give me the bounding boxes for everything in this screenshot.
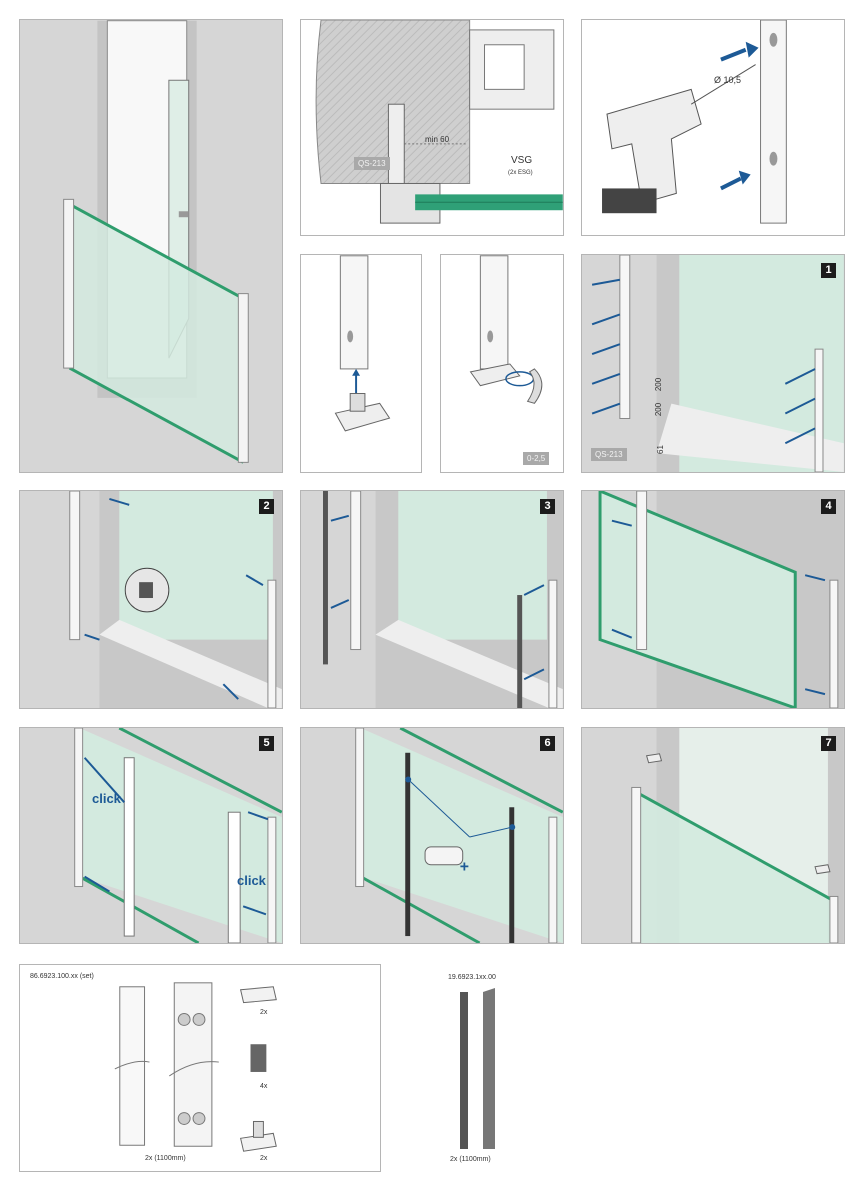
- clip-qty: 4x: [260, 1083, 268, 1090]
- glass-label: VSG: [511, 155, 533, 166]
- drill-illustration: [602, 20, 787, 224]
- step-5-panel: 5 click click: [19, 727, 283, 944]
- step-5-illustration: [74, 728, 282, 943]
- parts-extra-qty: 2x (1100mm): [450, 1156, 491, 1163]
- step-3-panel: 3: [300, 490, 564, 709]
- dimension-label: 61: [655, 445, 665, 454]
- section-detail-panel: QS-213 min 60 VSG (2x ESG): [300, 19, 564, 236]
- overview-panel: [19, 19, 283, 473]
- step-number: 4: [821, 499, 836, 514]
- step-number: 5: [259, 736, 274, 751]
- dimension-label: 200: [654, 377, 664, 392]
- foot-insert-panel: [300, 254, 422, 473]
- parts-extra-code: 19.6923.1xx.00: [448, 974, 496, 981]
- adjust-panel: 0-2,5: [440, 254, 564, 473]
- step-number: 2: [259, 499, 274, 514]
- step-4-panel: 4: [581, 490, 845, 709]
- svg-text:+: +: [460, 859, 469, 876]
- step-4-illustration: [598, 491, 844, 708]
- step-number: 6: [540, 736, 555, 751]
- overview-illustration: [63, 20, 249, 464]
- drill-diameter-label: Ø 10,5: [714, 75, 742, 85]
- step-7-illustration: [631, 728, 844, 943]
- cover-qty: 2x (1100mm): [145, 1155, 186, 1162]
- dimension-label: 200: [654, 402, 664, 417]
- adjust-range-label: 0-2,5: [523, 452, 550, 465]
- step-1-illustration: [591, 255, 844, 472]
- step-number: 7: [821, 736, 836, 751]
- step-1-panel: 1 200 200 61 QS-213: [581, 254, 845, 473]
- parts-set-panel: 86.6923.100.xx (set) 2x 4x 2x (1100mm) 2…: [19, 964, 381, 1172]
- step-3-illustration: [323, 491, 563, 708]
- foot-qty: 2x: [260, 1155, 268, 1162]
- step-6-panel: + 6: [300, 727, 564, 944]
- step-number: 1: [821, 263, 836, 278]
- parts-set-illustration: [114, 982, 277, 1152]
- step-2-panel: 2: [19, 490, 283, 709]
- click-label: click: [237, 873, 266, 888]
- drill-panel: Ø 10,5: [581, 19, 845, 236]
- parts-extra: 19.6923.1xx.00 2x (1100mm): [420, 964, 540, 1172]
- step-6-illustration: +: [355, 728, 563, 943]
- glass-sub-label: (2x ESG): [508, 170, 533, 176]
- adjust-illustration: [469, 255, 543, 404]
- wall-material-label: QS-213: [591, 448, 627, 461]
- wall-material-label: QS-213: [354, 157, 390, 170]
- cap-qty: 2x: [260, 1009, 268, 1016]
- section-illustration: [315, 20, 563, 224]
- step-number: 3: [540, 499, 555, 514]
- click-label: click: [92, 791, 121, 806]
- step-7-panel: 7: [581, 727, 845, 944]
- parts-extra-illustration: [460, 988, 495, 1149]
- parts-set-code: 86.6923.100.xx (set): [30, 973, 94, 980]
- step-2-illustration: [69, 491, 282, 708]
- foot-insert-illustration: [334, 255, 391, 432]
- min-distance-label: min 60: [425, 135, 450, 144]
